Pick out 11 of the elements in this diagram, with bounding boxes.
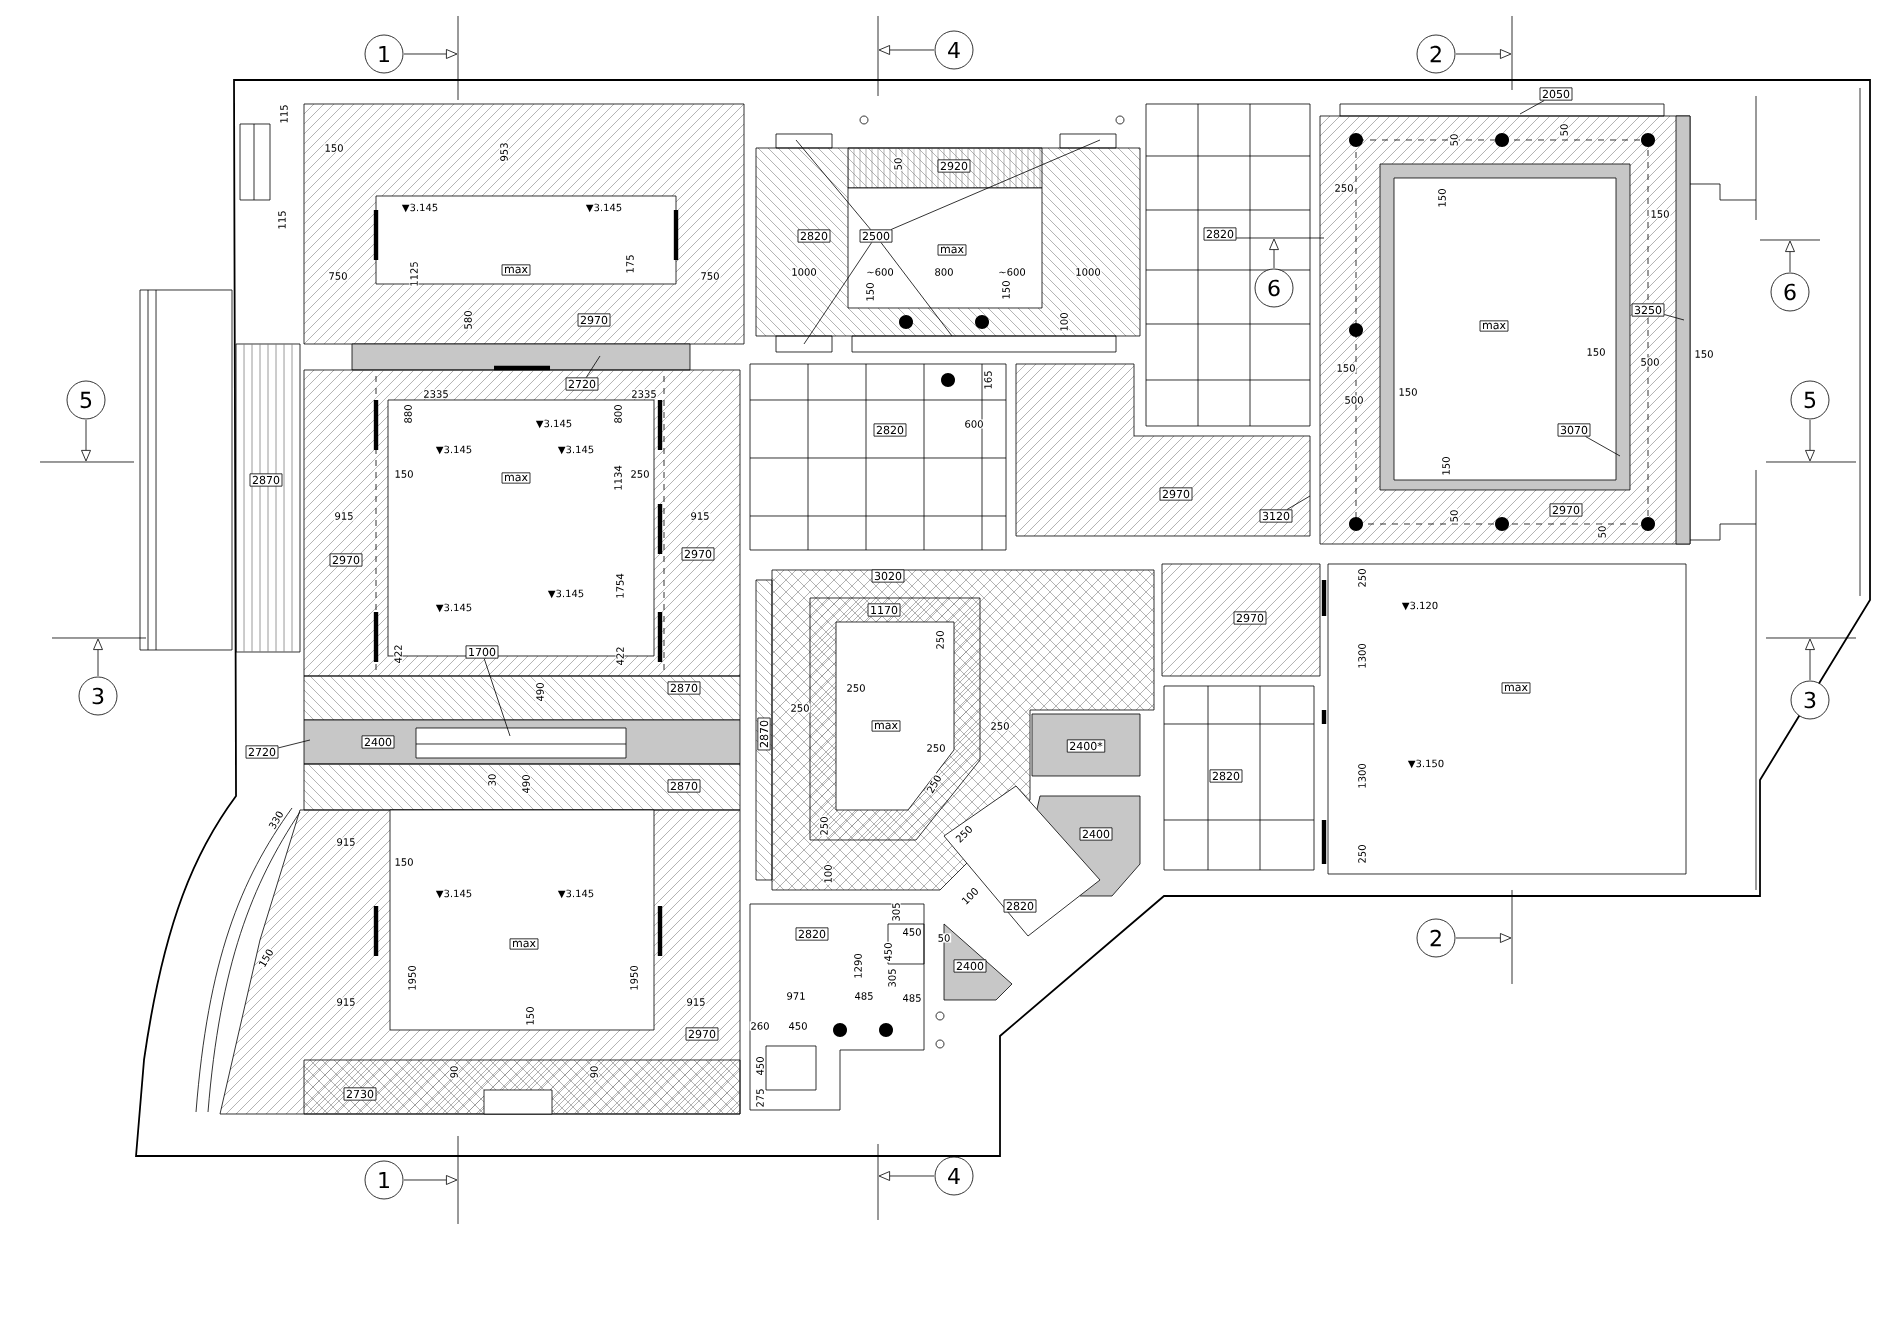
leader-line bbox=[803, 242, 873, 345]
leader-line bbox=[795, 139, 871, 230]
leader-line bbox=[890, 139, 1101, 230]
leader-line bbox=[1286, 495, 1311, 510]
leader-line bbox=[1664, 314, 1685, 321]
leader-line bbox=[880, 242, 953, 337]
leader-line bbox=[1519, 100, 1545, 115]
leader-line bbox=[1585, 436, 1621, 457]
leader-line bbox=[483, 658, 511, 737]
leader-line bbox=[585, 355, 601, 378]
leader-line bbox=[278, 739, 311, 749]
